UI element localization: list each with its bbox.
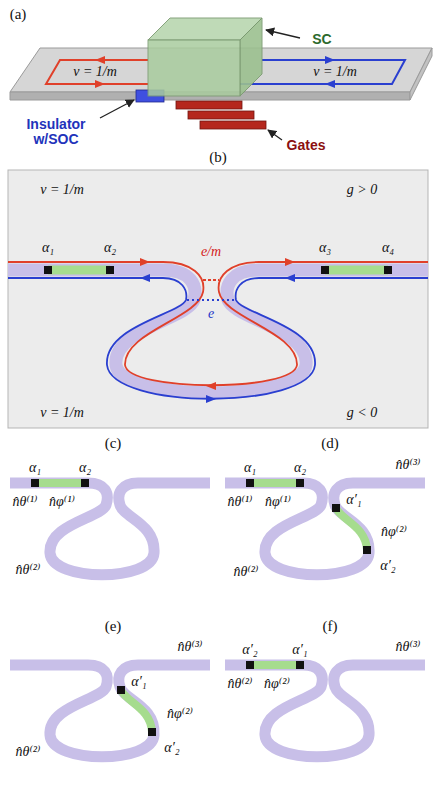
panel-letter: (b) xyxy=(209,149,227,166)
panel-letter: (c) xyxy=(105,435,122,452)
position-marker: α₄ xyxy=(382,240,394,255)
position-marker: α₁ xyxy=(42,240,54,255)
sign-label: g > 0 xyxy=(347,182,377,197)
vector-label: n̂θ⁽²⁾ xyxy=(16,744,41,759)
sign-label: g < 0 xyxy=(347,405,377,420)
position-marker: α′₂ xyxy=(164,740,179,755)
vector-label: n̂φ⁽¹⁾ xyxy=(49,494,75,509)
panel-letter: (a) xyxy=(10,6,27,23)
vector-label: n̂θ⁽³⁾ xyxy=(178,639,203,654)
vector-label: n̂φ⁽²⁾ xyxy=(167,706,193,721)
band-sketch xyxy=(225,661,425,757)
band-sketch xyxy=(10,665,210,757)
position-marker: α₂ xyxy=(79,460,91,475)
position-marker: α′₁ xyxy=(292,642,307,657)
vector-label: n̂θ⁽¹⁾ xyxy=(13,494,38,509)
charge-label: e xyxy=(208,306,214,321)
vector-label: n̂θ⁽³⁾ xyxy=(396,639,421,654)
material-label: Gates xyxy=(287,138,326,153)
vector-label: n̂φ⁽¹⁾ xyxy=(265,494,291,509)
panel-letter: (f) xyxy=(323,618,338,635)
vector-label: n̂θ⁽²⁾ xyxy=(228,676,253,691)
vector-label: n̂θ⁽²⁾ xyxy=(16,562,41,577)
edge-picture xyxy=(8,170,428,428)
material-label: Insulator w/SOC xyxy=(16,117,96,148)
charge-label: e/m xyxy=(201,244,221,259)
band-sketch xyxy=(225,479,425,575)
filling-factor: ν = 1/m xyxy=(40,405,84,420)
position-marker: α′₁ xyxy=(346,492,361,507)
vector-label: n̂θ⁽¹⁾ xyxy=(228,494,253,509)
position-marker: α′₂ xyxy=(242,642,257,657)
vector-label: n̂φ⁽²⁾ xyxy=(264,676,290,691)
filling-factor: ν = 1/m xyxy=(313,64,357,79)
filling-factor: ν = 1/m xyxy=(40,182,84,197)
panel-letter: (e) xyxy=(105,618,122,635)
filling-factor: ν = 1/m xyxy=(73,64,117,79)
position-marker: α₁ xyxy=(244,460,256,475)
position-marker: α′₂ xyxy=(380,558,395,573)
band-sketch xyxy=(10,479,210,575)
position-marker: α₂ xyxy=(294,460,306,475)
material-label: SC xyxy=(312,32,331,47)
position-marker: α₁ xyxy=(29,460,41,475)
vector-label: n̂φ⁽²⁾ xyxy=(381,524,407,539)
position-marker: α₃ xyxy=(319,240,331,255)
position-marker: α₂ xyxy=(104,240,116,255)
panel-letter: (d) xyxy=(321,435,339,452)
vector-label: n̂θ⁽²⁾ xyxy=(234,564,259,579)
position-marker: α′₁ xyxy=(131,674,146,689)
vector-label: n̂θ⁽³⁾ xyxy=(396,457,421,472)
